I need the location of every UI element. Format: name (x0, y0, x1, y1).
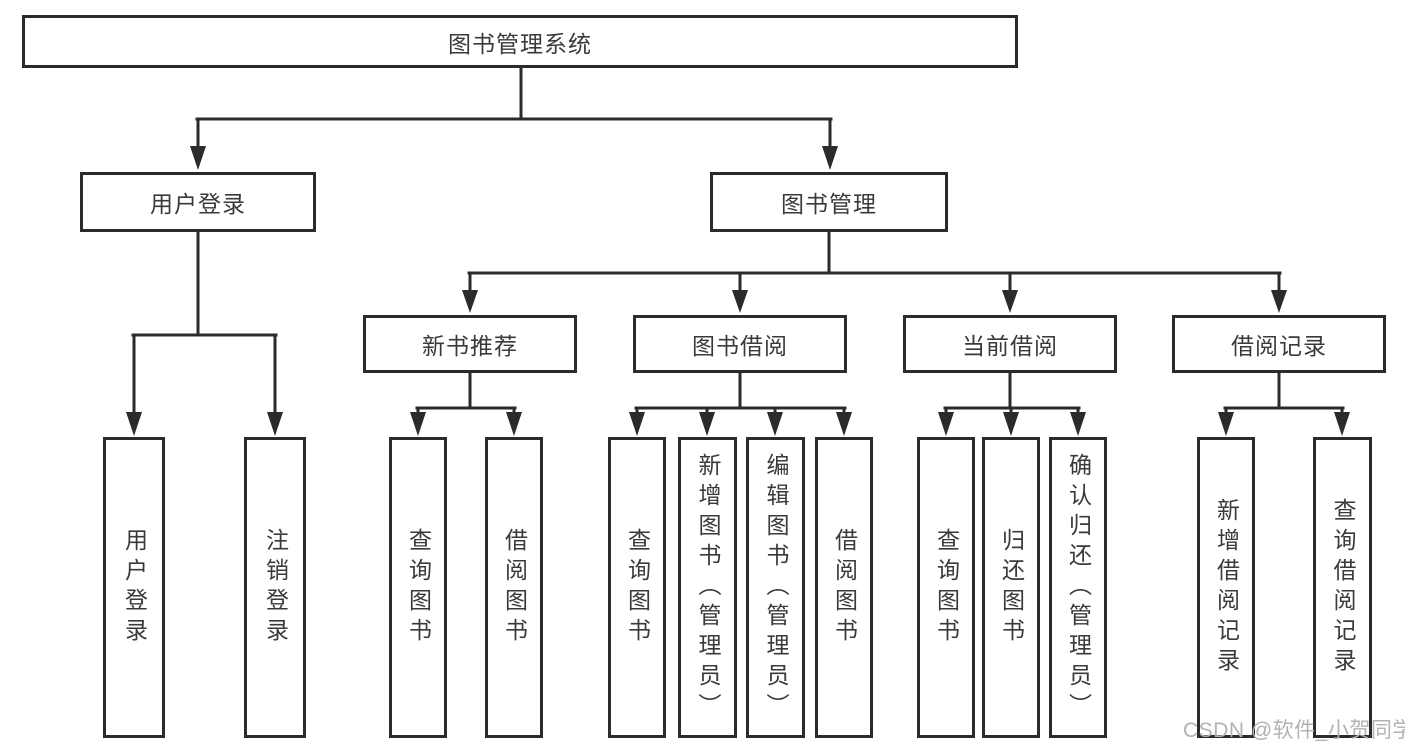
connector-user-login-to-leaves (126, 230, 283, 436)
node-book-borrowing-label: 图书借阅 (692, 333, 788, 359)
leaf-query-books-current: 查询图书 (917, 437, 975, 738)
node-current-borrowing-label: 当前借阅 (962, 333, 1058, 359)
leaf-edit-books-admin: 编辑图书（管理员） (746, 437, 805, 738)
node-user-login: 用户登录 (80, 172, 316, 232)
leaf-add-books-admin-label: 新增图书（管理员） (695, 452, 721, 723)
leaf-logout: 注销登录 (244, 437, 306, 738)
node-current-borrowing: 当前借阅 (903, 315, 1117, 373)
leaf-confirm-return-admin: 确认归还（管理员） (1049, 437, 1107, 738)
leaf-borrow-books-borrowing-label: 借阅图书 (831, 527, 858, 648)
leaf-borrow-books-recommend: 借阅图书 (485, 437, 543, 738)
connector-current-borrowing-to-leaves (938, 371, 1086, 436)
node-root: 图书管理系统 (22, 15, 1018, 68)
leaf-return-books: 归还图书 (982, 437, 1040, 738)
leaf-query-borrow-record: 查询借阅记录 (1313, 437, 1372, 738)
node-borrowing-records-label: 借阅记录 (1231, 333, 1327, 359)
node-new-book-recommendation: 新书推荐 (363, 315, 577, 373)
csdn-watermark: CSDN @软件_小贺同学 (1183, 719, 1405, 742)
leaf-query-books-current-label: 查询图书 (933, 527, 960, 648)
node-user-login-label: 用户登录 (150, 191, 246, 217)
leaf-return-books-label: 归还图书 (998, 527, 1025, 648)
leaf-add-books-admin: 新增图书（管理员） (678, 437, 737, 738)
connector-book-borrowing-to-leaves (629, 371, 852, 436)
connector-book-management-to-modules (462, 230, 1287, 313)
node-book-management: 图书管理 (710, 172, 948, 232)
leaf-query-books-borrowing: 查询图书 (608, 437, 666, 738)
leaf-query-borrow-record-label: 查询借阅记录 (1330, 497, 1356, 678)
leaf-confirm-return-admin-label: 确认归还（管理员） (1065, 452, 1092, 723)
node-borrowing-records: 借阅记录 (1172, 315, 1386, 373)
leaf-user-login: 用户登录 (103, 437, 165, 738)
leaf-borrow-books-borrowing: 借阅图书 (815, 437, 873, 738)
connector-new-book-to-leaves (410, 371, 522, 436)
node-book-management-label: 图书管理 (781, 191, 877, 217)
leaf-edit-books-admin-label: 编辑图书（管理员） (763, 452, 789, 723)
node-root-label: 图书管理系统 (448, 30, 592, 57)
leaf-borrow-books-recommend-label: 借阅图书 (501, 527, 528, 648)
leaf-query-books-recommend-label: 查询图书 (405, 527, 432, 648)
leaf-add-borrow-record-label: 新增借阅记录 (1213, 497, 1240, 678)
leaf-logout-label: 注销登录 (262, 527, 289, 648)
node-new-book-recommendation-label: 新书推荐 (422, 333, 518, 359)
leaf-query-books-borrowing-label: 查询图书 (624, 527, 651, 648)
connector-borrowing-records-to-leaves (1218, 371, 1350, 436)
leaf-query-books-recommend: 查询图书 (389, 437, 447, 738)
leaf-add-borrow-record: 新增借阅记录 (1197, 437, 1255, 738)
node-book-borrowing: 图书借阅 (633, 315, 847, 373)
leaf-user-login-label: 用户登录 (121, 527, 148, 648)
connector-root-to-level2 (190, 66, 838, 170)
